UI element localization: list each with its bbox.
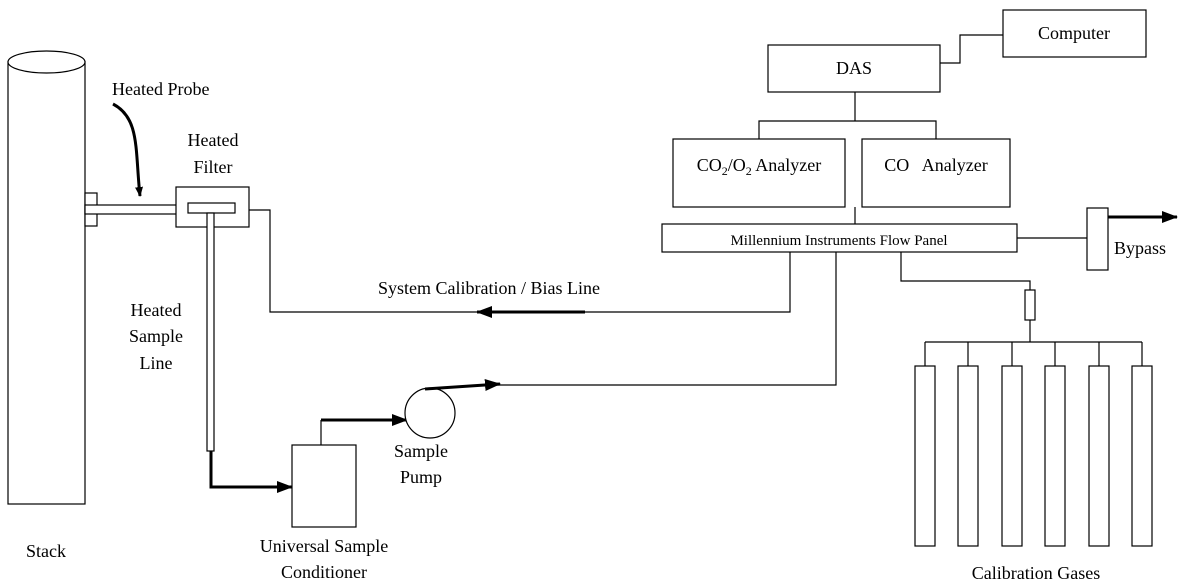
bypass-valve <box>1086 207 1109 271</box>
heated-sample-line: Heated Sample Line <box>129 212 293 493</box>
das-box <box>767 44 941 93</box>
calgas-regulator <box>1024 289 1036 321</box>
co2-o2-analyzer-box <box>672 138 846 208</box>
conditioner-label-1: Universal Sample <box>260 536 388 556</box>
calibration-gas-cylinder-1 <box>914 365 936 547</box>
computer-label: Computer <box>1038 23 1110 43</box>
calibration-gas-cylinder-2 <box>957 365 979 547</box>
heated-probe-pointer <box>112 102 144 197</box>
sample-pump-body <box>404 387 456 439</box>
heated-sample-line-tube <box>206 212 215 452</box>
filter-to-bias-line <box>249 209 791 313</box>
pump-outlet-arrow <box>424 379 501 391</box>
heated-filter-element <box>187 202 236 214</box>
stack-column <box>7 61 86 505</box>
bypass: Bypass <box>1017 207 1178 271</box>
heated-sample-line-label-3: Line <box>140 353 173 373</box>
heated-filter-label-1: Heated <box>188 130 239 150</box>
co-analyzer-label: CO Analyzer <box>884 155 987 175</box>
flow-panel: Millennium Instruments Flow Panel <box>661 223 1031 290</box>
calibration-gas-cylinder-5 <box>1088 365 1110 547</box>
calibration-gas-cylinder-6 <box>1131 365 1153 547</box>
co2-o2-analyzer-label: CO2/O2 Analyzer <box>697 155 821 178</box>
das: DAS <box>767 34 1003 121</box>
heated-filter-label-2: Filter <box>194 157 233 177</box>
heated-sample-line-label-1: Heated <box>131 300 182 320</box>
pump-to-panel-line <box>490 252 837 386</box>
conditioner-label-2: Conditioner <box>281 562 367 582</box>
heated-probe: Heated Probe <box>84 79 209 227</box>
heated-sample-line-label-2: Sample <box>129 326 183 346</box>
computer: Computer <box>1002 9 1147 58</box>
flow-panel-box <box>661 223 1018 253</box>
das-to-computer-line <box>940 34 1003 64</box>
sample-line-to-conditioner <box>209 451 293 493</box>
sample-pump-label-1: Sample <box>394 441 448 461</box>
calibration-gas-cylinder-3 <box>1001 365 1023 547</box>
calibration-gas-cylinder-4 <box>1044 365 1066 547</box>
stack-label: Stack <box>26 541 66 561</box>
co-analyzer-box <box>861 138 1011 208</box>
system-calibration-bias-line: System Calibration / Bias Line <box>249 209 791 318</box>
calibration-gases: Calibration Gases <box>914 289 1153 583</box>
stack: Stack <box>7 50 86 561</box>
panel-to-calgas-line <box>900 252 1031 290</box>
calibration-gases-label: Calibration Gases <box>972 563 1100 583</box>
sample-pump-label-2: Pump <box>400 467 442 487</box>
computer-box <box>1002 9 1147 58</box>
universal-sample-conditioner: Universal Sample Conditioner <box>260 414 408 582</box>
sample-pump: Sample Pump <box>394 252 837 487</box>
heated-probe-label: Heated Probe <box>112 79 209 99</box>
analyzers-to-das-line <box>758 120 937 139</box>
system-calibration-label: System Calibration / Bias Line <box>378 278 600 298</box>
das-label: DAS <box>836 58 872 78</box>
flow-panel-label: Millennium Instruments Flow Panel <box>730 233 947 249</box>
conditioner-box <box>291 444 357 528</box>
probe-tube <box>84 204 191 215</box>
stack-top <box>7 50 86 74</box>
analyzers: CO2/O2 Analyzer CO Analyzer <box>672 120 1011 224</box>
bypass-label: Bypass <box>1114 238 1166 258</box>
